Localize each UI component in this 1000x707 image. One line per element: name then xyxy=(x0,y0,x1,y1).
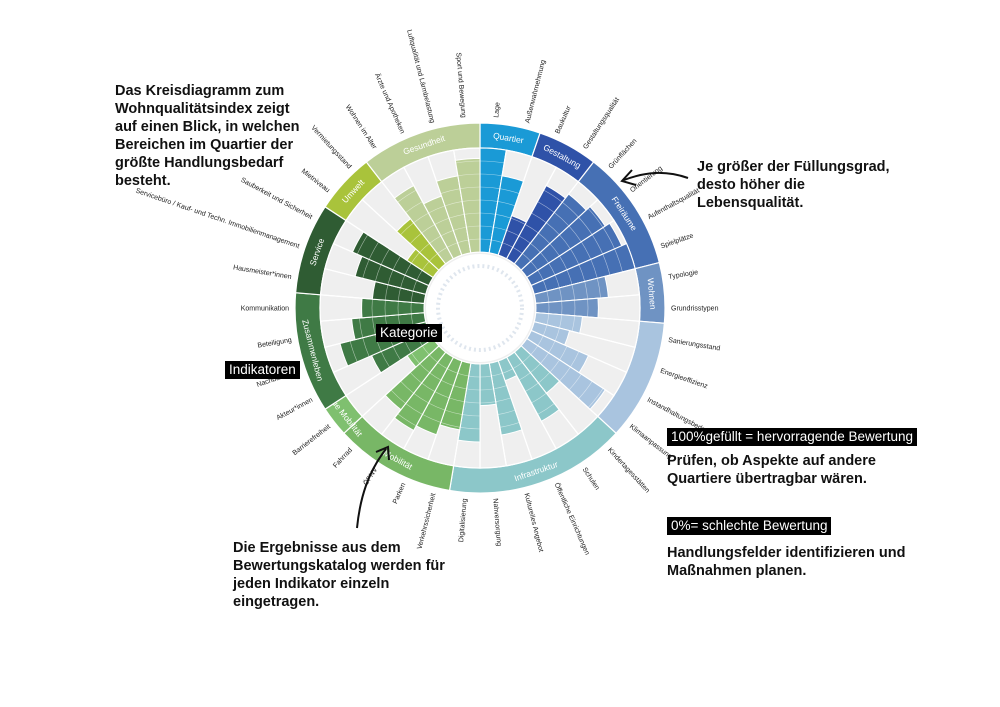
bar-grid-line xyxy=(455,160,481,164)
chart-hub xyxy=(426,254,534,362)
full-rating-description: Prüfen, ob Aspekte auf andere Quartiere … xyxy=(667,453,876,487)
indicator-label: Kommunikation xyxy=(241,306,289,313)
category-label: Quartier xyxy=(492,130,524,145)
indicator-label: Digitalisierung xyxy=(458,498,469,542)
results-note-text: Die Ergebnisse aus dem Bewertungskatalog… xyxy=(233,540,445,610)
indicator-label: Nahversorgung xyxy=(491,498,502,546)
bar-grid-line xyxy=(464,212,481,215)
zero-rating-tag: 0%= schlechte Bewertung xyxy=(667,517,832,535)
hub-ticks xyxy=(436,264,524,352)
arrow-bottom-head-icon xyxy=(375,445,390,461)
indicator-label: Lage xyxy=(493,102,501,118)
category-label: Wohnen xyxy=(646,278,659,310)
indikatoren-tag: Indikatoren xyxy=(225,361,300,379)
fill-note-text: Je größer der Füllungsgrad, desto höher … xyxy=(697,159,890,211)
bar-grid-line xyxy=(462,199,481,202)
bar-grid-line xyxy=(460,186,481,189)
indicator-label: Grundrisstypen xyxy=(671,306,719,313)
arrow-right-head-icon xyxy=(620,169,637,186)
indicator-bar xyxy=(454,157,481,254)
intro-text: Das Kreisdiagramm zum Wohnqualitätsindex… xyxy=(115,83,300,189)
zero-rating-description: Handlungsfelder identifizieren und Maßna… xyxy=(667,545,906,579)
bar-grid-line xyxy=(457,173,481,177)
full-rating-tag: 100%gefüllt = hervorragende Bewertung xyxy=(667,428,918,446)
kategorie-tag: Kategorie xyxy=(376,324,442,342)
bar-grid-line xyxy=(466,225,481,228)
indicator-label: Typologie xyxy=(668,269,699,281)
bar-grid-line xyxy=(468,238,481,241)
arrow-bottom-icon xyxy=(356,448,387,529)
arrow-right-icon xyxy=(623,171,689,181)
